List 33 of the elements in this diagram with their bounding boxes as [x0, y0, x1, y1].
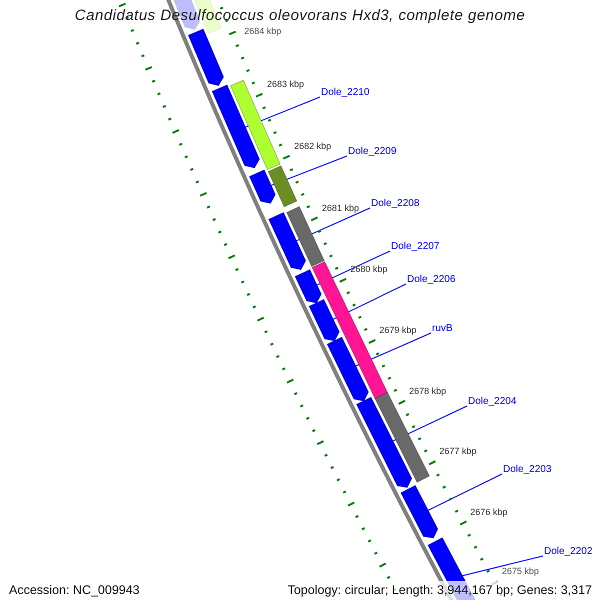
leader-line — [428, 474, 502, 511]
gene-label: Dole_2208 — [371, 198, 420, 210]
gene-feature — [400, 485, 438, 538]
gene-feature — [188, 28, 224, 86]
gene-label: Dole_2204 — [468, 396, 516, 408]
info-text: Topology: circular; Length: 3,944,167 bp; Genes: 3,317 — [288, 583, 592, 597]
gene-label: Dole_2206 — [407, 274, 456, 286]
tick-label: 2676 kbp — [470, 506, 508, 516]
tick-label: 2682 kbp — [294, 141, 332, 152]
tick-label: 2679 kbp — [379, 325, 416, 336]
info-text: Accession: NC_009943 — [9, 583, 140, 597]
gene-feature — [268, 212, 306, 270]
gene-label: Dole_2210 — [321, 87, 370, 99]
tick-label: 2681 kbp — [322, 202, 359, 213]
gene-feature — [249, 170, 276, 204]
gene-feature — [268, 165, 298, 208]
gene-label: Dole_2203 — [503, 464, 552, 476]
gene-label: Dole_2207 — [391, 241, 440, 253]
tick-label: 2677 kbp — [439, 446, 476, 456]
gene-feature — [308, 299, 340, 342]
tick-label: 2684 kbp — [244, 26, 282, 36]
gene-label: Dole_2209 — [348, 146, 396, 158]
tick-label: 2675 kbp — [502, 566, 539, 576]
tick-label: 2678 kbp — [409, 386, 446, 396]
gene-label: ruvB — [432, 323, 453, 335]
tick-label: 2683 kbp — [266, 79, 304, 90]
gene-feature — [356, 396, 412, 488]
gene-feature — [294, 269, 322, 304]
leader-line — [462, 556, 544, 576]
tick-label: 2680 kbp — [350, 264, 388, 274]
gene-feature — [212, 84, 260, 168]
gene-label: Dole_2202 — [544, 546, 592, 558]
gene-feature — [326, 336, 369, 402]
